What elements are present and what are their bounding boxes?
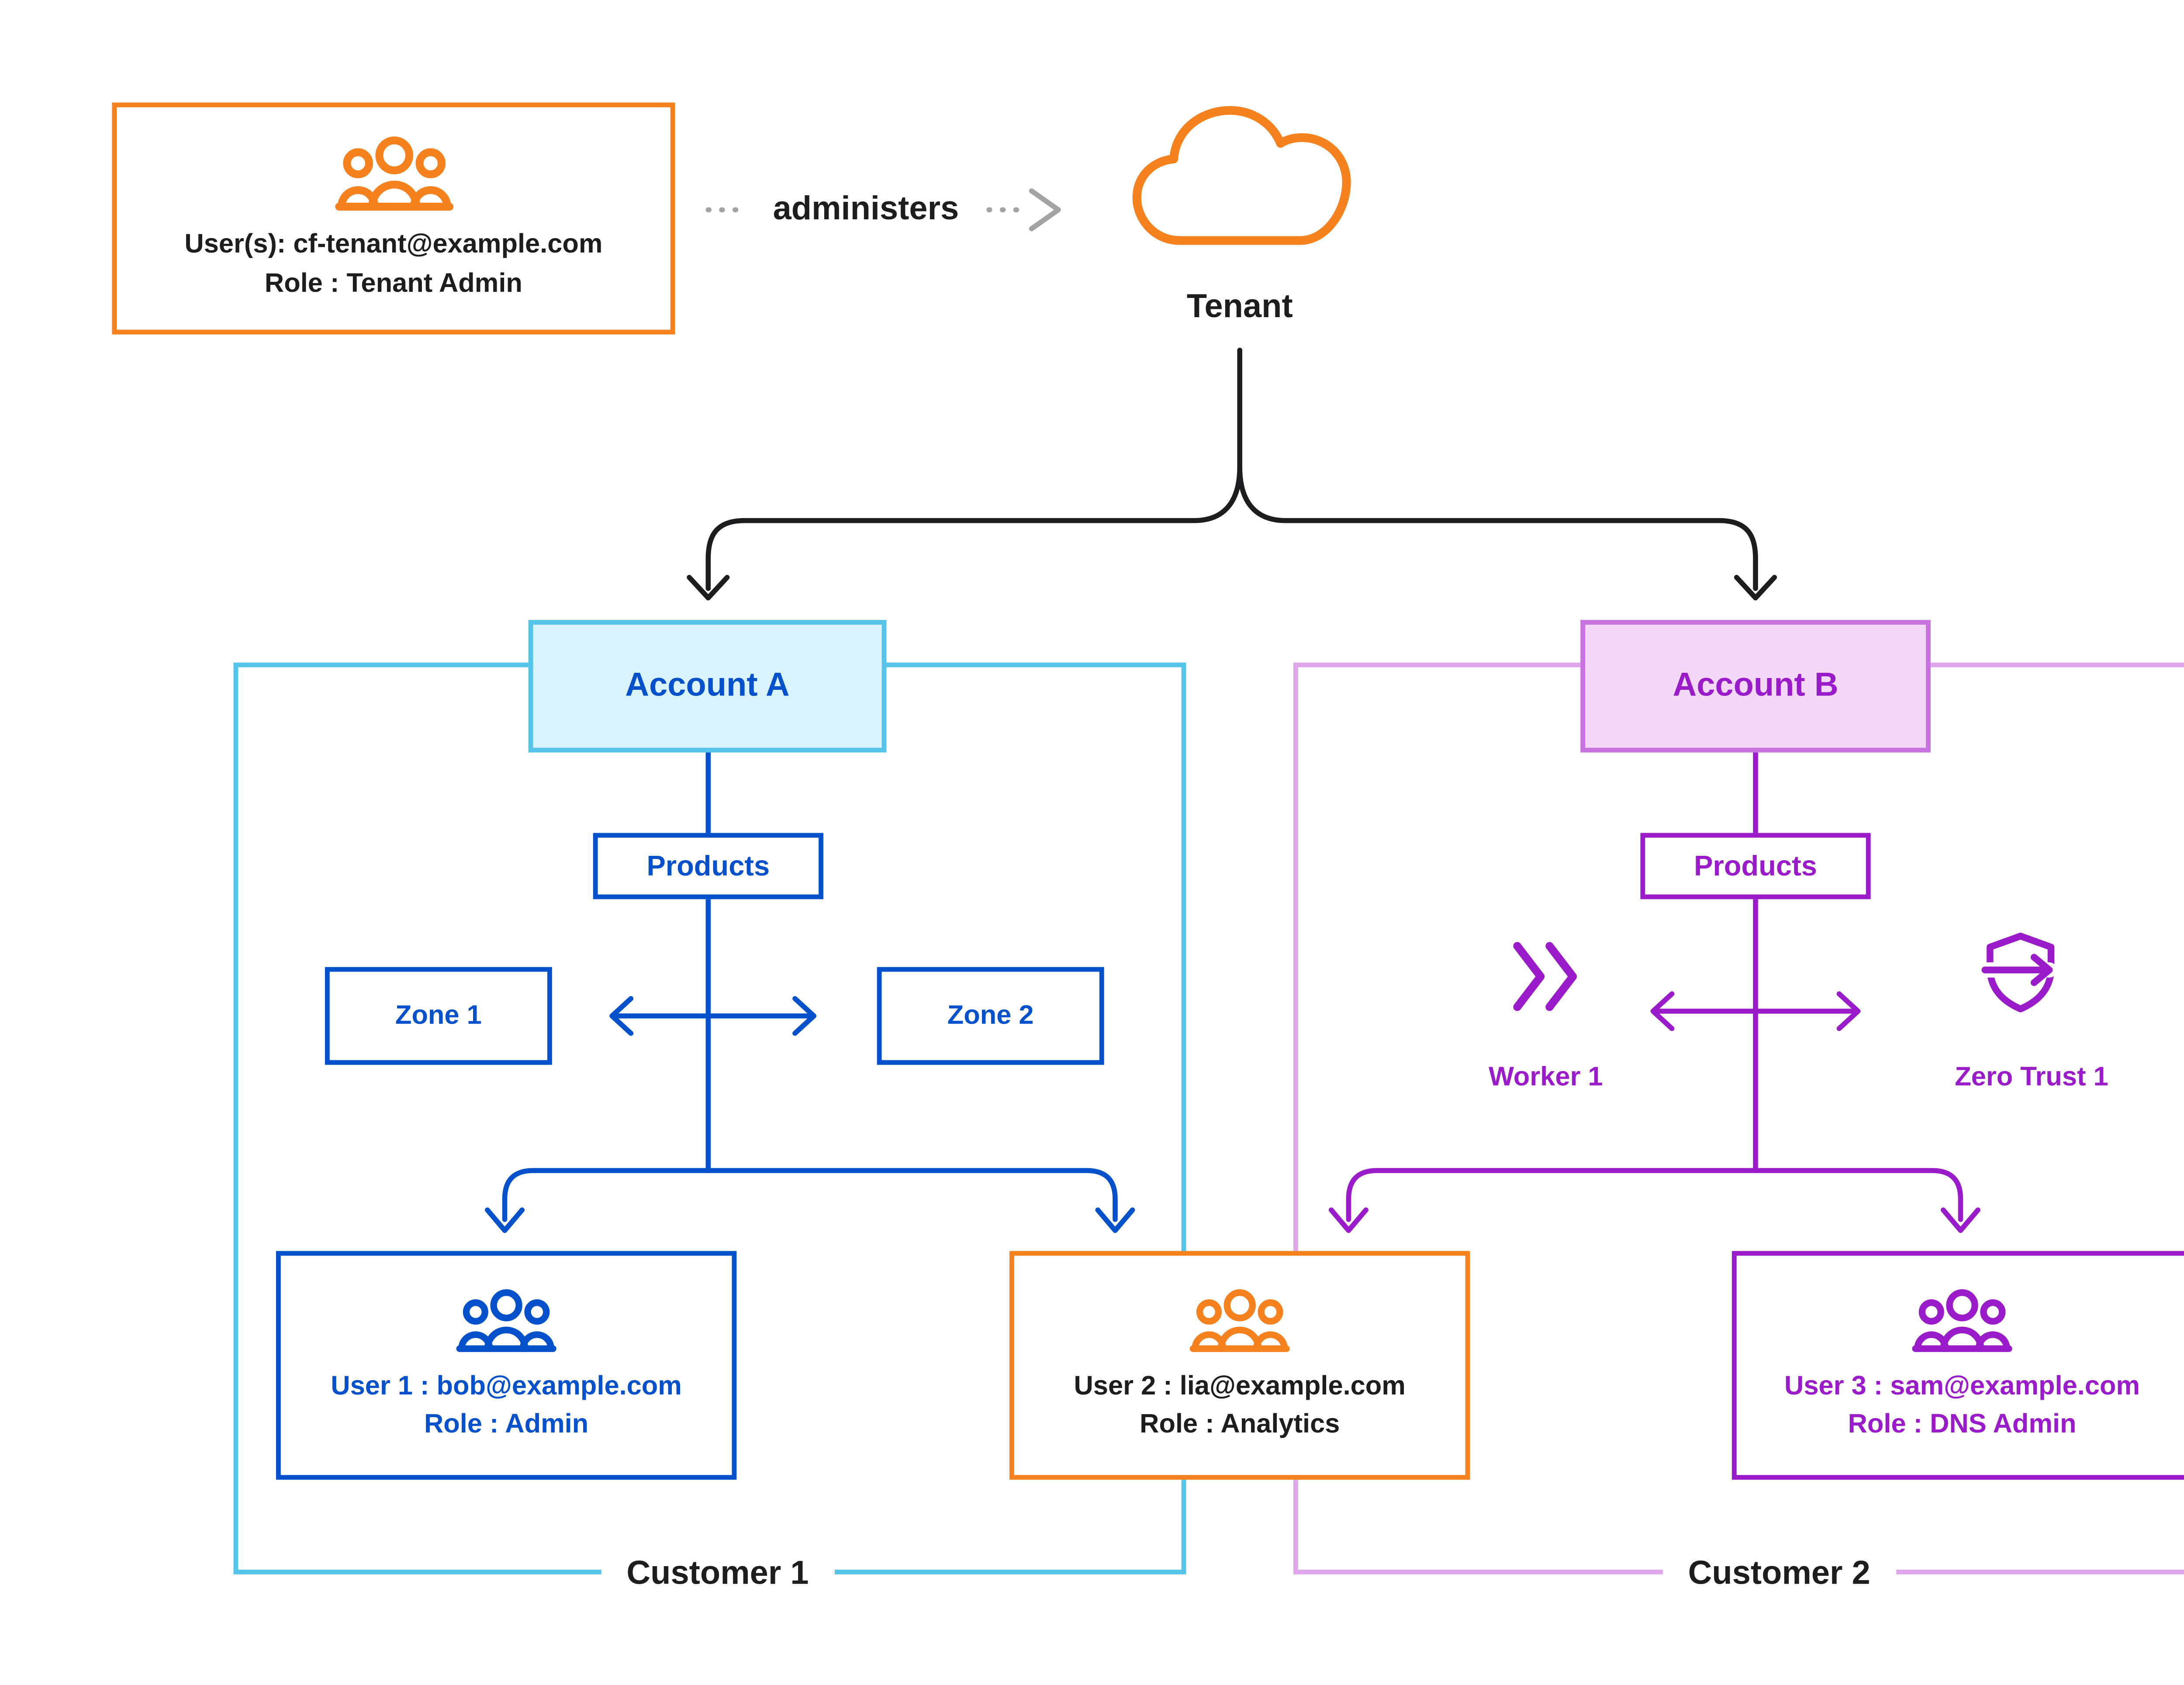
products-box-account-a: Products bbox=[593, 833, 823, 900]
users-group-icon bbox=[1189, 1289, 1290, 1352]
tenant-admin-role-line: Role : Tenant Admin bbox=[264, 268, 522, 298]
customer1-label: Customer 1 bbox=[601, 1555, 834, 1594]
user2-box: User 2 : lia@example.com Role : Analytic… bbox=[1009, 1251, 1470, 1480]
products-a-label: Products bbox=[646, 849, 770, 881]
user2-email-line: User 2 : lia@example.com bbox=[1074, 1371, 1406, 1401]
workers-icon bbox=[1513, 942, 1577, 1011]
zero-trust-label: Zero Trust 1 bbox=[1955, 1062, 2108, 1092]
users-group-icon bbox=[334, 137, 453, 211]
products-b-label: Products bbox=[1694, 849, 1817, 881]
user1-box: User 1 : bob@example.com Role : Admin bbox=[276, 1251, 737, 1480]
account-b-box: Account B bbox=[1580, 620, 1931, 753]
products-box-account-b: Products bbox=[1640, 833, 1871, 900]
user3-email-line: User 3 : sam@example.com bbox=[1784, 1371, 2140, 1401]
tenant-label: Tenant bbox=[1186, 288, 1293, 325]
tenant-cloud bbox=[1113, 91, 1366, 280]
zone2-box: Zone 2 bbox=[877, 967, 1104, 1065]
account-a-label: Account A bbox=[625, 667, 790, 704]
users-group-icon bbox=[456, 1289, 556, 1352]
user3-box: User 3 : sam@example.com Role : DNS Admi… bbox=[1731, 1251, 2184, 1480]
account-b-label: Account B bbox=[1673, 667, 1838, 704]
administers-arrowhead-icon bbox=[1029, 188, 1061, 232]
worker-icon-wrap bbox=[1498, 937, 1590, 1016]
zone1-box: Zone 1 bbox=[325, 967, 552, 1065]
tenant-admin-users-line: User(s): cf-tenant@example.com bbox=[184, 229, 603, 259]
zone1-label: Zone 1 bbox=[395, 1000, 482, 1030]
tenant-to-account-a-line bbox=[705, 464, 1243, 591]
user2-role-line: Role : Analytics bbox=[1140, 1408, 1340, 1439]
users-group-icon bbox=[1912, 1289, 2012, 1352]
zone2-label: Zone 2 bbox=[947, 1000, 1034, 1030]
arrowhead-account-a-icon bbox=[687, 574, 730, 601]
zero-trust-shield-icon bbox=[1975, 932, 2057, 1013]
user1-role-line: Role : Admin bbox=[424, 1408, 589, 1439]
account-a-box: Account A bbox=[528, 620, 887, 753]
user1-email-line: User 1 : bob@example.com bbox=[331, 1371, 682, 1401]
zero-trust-icon-wrap bbox=[1975, 927, 2066, 1019]
customer2-label: Customer 2 bbox=[1662, 1555, 1896, 1594]
user3-role-line: Role : DNS Admin bbox=[1848, 1408, 2077, 1439]
tenant-to-account-b-line bbox=[1237, 464, 1758, 591]
administers-label: administers bbox=[773, 190, 959, 227]
tenant-admin-box: User(s): cf-tenant@example.com Role : Te… bbox=[112, 102, 675, 335]
arrowhead-account-b-icon bbox=[1734, 574, 1777, 601]
cloud-icon bbox=[1132, 106, 1351, 245]
worker-label: Worker 1 bbox=[1488, 1062, 1603, 1092]
